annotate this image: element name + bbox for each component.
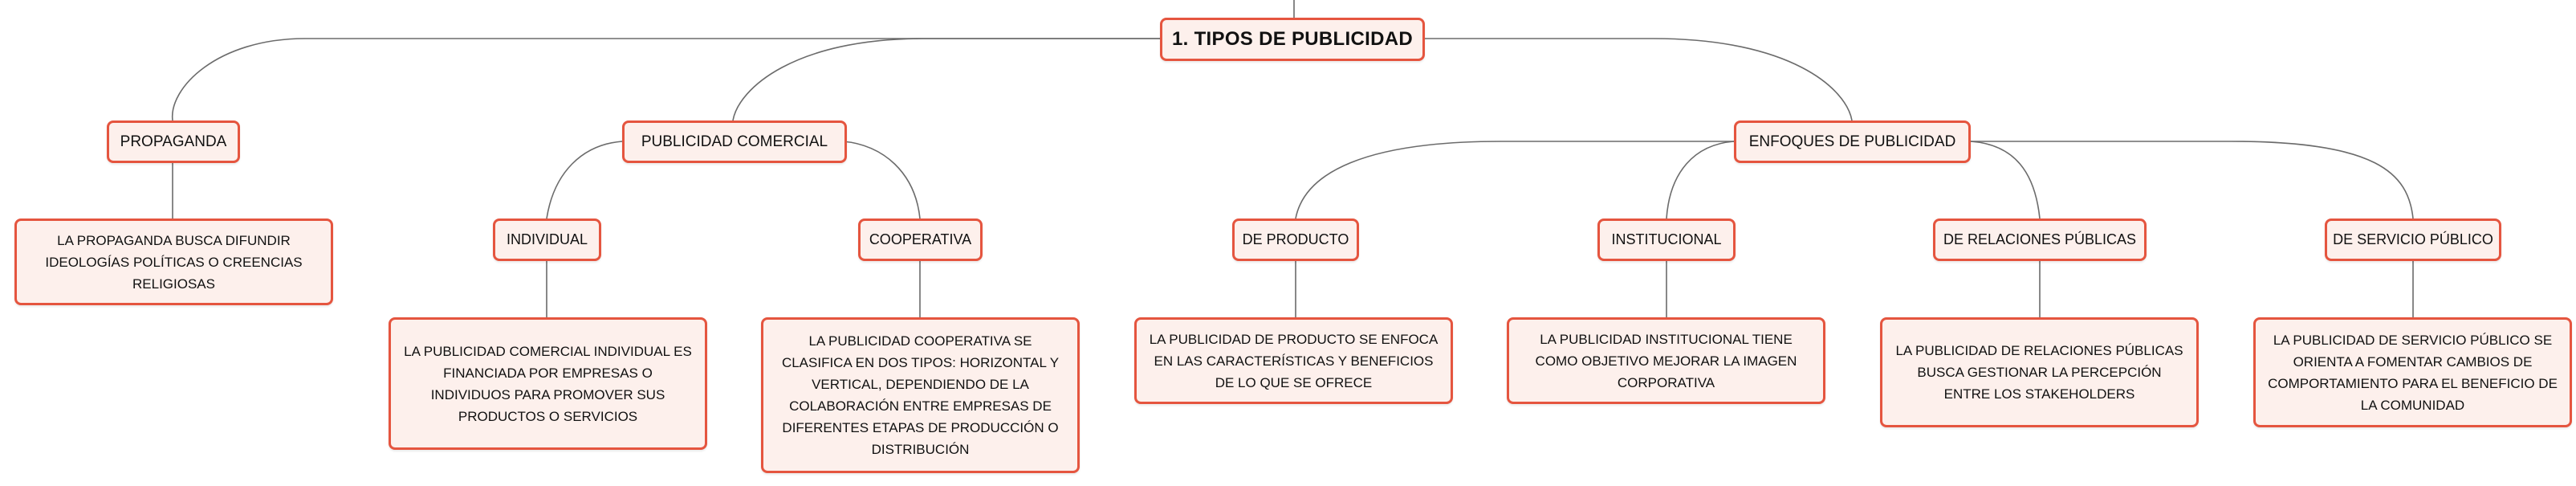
- node-servicio-publico[interactable]: DE SERVICIO PÚBLICO: [2325, 218, 2501, 261]
- node-publicidad-comercial[interactable]: PUBLICIDAD COMERCIAL: [622, 120, 847, 163]
- cooperativa-description: LA PUBLICIDAD COOPERATIVA SE CLASIFICA E…: [781, 333, 1060, 457]
- root-title: 1. TIPOS DE PUBLICIDAD: [1172, 28, 1413, 50]
- connector-enfoques-relaciones: [1970, 141, 2041, 219]
- cooperativa-title: COOPERATIVA: [869, 231, 972, 247]
- publicidad-comercial-title: PUBLICIDAD COMERCIAL: [641, 133, 828, 150]
- relaciones-publicas-description: LA PUBLICIDAD DE RELACIONES PÚBLICAS BUS…: [1895, 343, 2183, 402]
- connector-enfoques-institucional: [1666, 141, 1735, 219]
- connector-root-enfoques: [1425, 38, 1853, 121]
- individual-title: INDIVIDUAL: [506, 231, 588, 247]
- node-propaganda-description[interactable]: LA PROPAGANDA BUSCA DIFUNDIR IDEOLOGÍAS …: [14, 218, 333, 305]
- de-producto-description: LA PUBLICIDAD DE PRODUCTO SE ENFOCA EN L…: [1149, 331, 1439, 390]
- connector-comercial-individual: [546, 141, 623, 219]
- node-individual-description[interactable]: LA PUBLICIDAD COMERCIAL INDIVIDUAL ES FI…: [389, 317, 707, 450]
- servicio-publico-title: DE SERVICIO PÚBLICO: [2333, 231, 2493, 247]
- node-de-producto-description[interactable]: LA PUBLICIDAD DE PRODUCTO SE ENFOCA EN L…: [1134, 317, 1453, 404]
- node-enfoques[interactable]: ENFOQUES DE PUBLICIDAD: [1734, 120, 1971, 163]
- node-relaciones-publicas-description[interactable]: LA PUBLICIDAD DE RELACIONES PÚBLICAS BUS…: [1880, 317, 2199, 427]
- node-de-producto[interactable]: DE PRODUCTO: [1232, 218, 1359, 261]
- node-institucional-description[interactable]: LA PUBLICIDAD INSTITUCIONAL TIENE COMO O…: [1507, 317, 1825, 404]
- propaganda-description: LA PROPAGANDA BUSCA DIFUNDIR IDEOLOGÍAS …: [45, 232, 303, 292]
- connector-enfoques-servicio: [1971, 141, 2414, 219]
- node-servicio-publico-description[interactable]: LA PUBLICIDAD DE SERVICIO PÚBLICO SE ORI…: [2253, 317, 2572, 427]
- node-individual[interactable]: INDIVIDUAL: [493, 218, 601, 261]
- individual-description: LA PUBLICIDAD COMERCIAL INDIVIDUAL ES FI…: [404, 343, 692, 424]
- institucional-description: LA PUBLICIDAD INSTITUCIONAL TIENE COMO O…: [1535, 331, 1797, 390]
- institucional-title: INSTITUCIONAL: [1611, 231, 1722, 247]
- relaciones-publicas-title: DE RELACIONES PÚBLICAS: [1943, 231, 2137, 247]
- connector-root-comercial: [732, 38, 1160, 121]
- connector-root-propaganda: [172, 38, 1160, 121]
- connector-enfoques-producto: [1295, 141, 1734, 219]
- node-relaciones-publicas[interactable]: DE RELACIONES PÚBLICAS: [1933, 218, 2147, 261]
- node-propaganda[interactable]: PROPAGANDA: [107, 120, 240, 163]
- enfoques-title: ENFOQUES DE PUBLICIDAD: [1748, 133, 1956, 150]
- propaganda-title: PROPAGANDA: [120, 133, 227, 150]
- connector-comercial-cooperativa: [842, 141, 921, 219]
- node-cooperativa-description[interactable]: LA PUBLICIDAD COOPERATIVA SE CLASIFICA E…: [761, 317, 1080, 473]
- node-cooperativa[interactable]: COOPERATIVA: [858, 218, 983, 261]
- root-node[interactable]: 1. TIPOS DE PUBLICIDAD: [1160, 18, 1425, 61]
- de-producto-title: DE PRODUCTO: [1242, 231, 1349, 247]
- node-institucional[interactable]: INSTITUCIONAL: [1597, 218, 1736, 261]
- servicio-publico-description: LA PUBLICIDAD DE SERVICIO PÚBLICO SE ORI…: [2268, 332, 2558, 413]
